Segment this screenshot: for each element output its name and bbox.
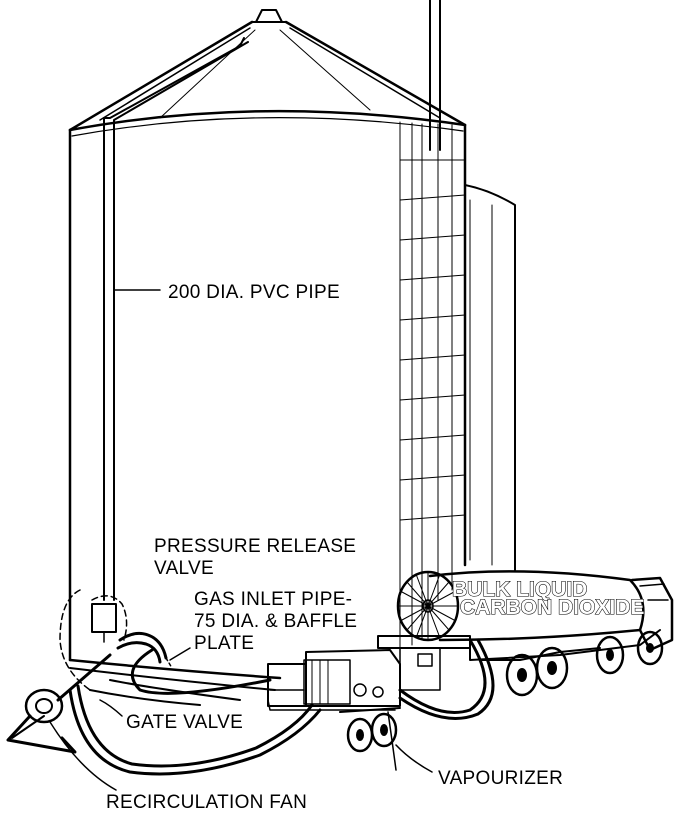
- main-silo: [68, 9, 467, 691]
- label-pvc-pipe: 200 DIA. PVC PIPE: [168, 282, 340, 303]
- tanker-hose: [387, 638, 495, 771]
- vapourizer: [267, 649, 401, 753]
- label-gas-inlet-line3: PLATE: [194, 633, 254, 654]
- background-silo: [429, 0, 516, 571]
- dashed-duct: [59, 589, 128, 691]
- tanker-truck: [377, 570, 674, 697]
- gas-inlet-hose: [116, 631, 173, 669]
- supply-hose: [130, 648, 272, 695]
- pvc-pipe: [103, 37, 249, 601]
- label-recirculation-fan: RECIRCULATION FAN: [106, 792, 307, 813]
- label-gate-valve: GATE VALVE: [126, 712, 243, 733]
- label-pressure-release-line2: VALVE: [154, 558, 214, 579]
- label-pressure-release-line1: PRESSURE RELEASE: [154, 536, 356, 557]
- label-gas-inlet-line2: 75 DIA. & BAFFLE: [194, 611, 357, 632]
- recirculation-fan: [6, 653, 112, 754]
- label-vapourizer: VAPOURIZER: [438, 768, 563, 789]
- label-gas-inlet-line1: GAS INLET PIPE-: [194, 589, 352, 610]
- label-tanker-line1: BULK LIQUID: [452, 578, 587, 601]
- pressure-release-valve: [91, 603, 117, 643]
- label-tanker-line2: CARBON DIOXIDE: [460, 596, 644, 619]
- gate-valve-line: [89, 679, 241, 706]
- recirculation-hose: [68, 684, 322, 776]
- leader-lines: [49, 647, 433, 791]
